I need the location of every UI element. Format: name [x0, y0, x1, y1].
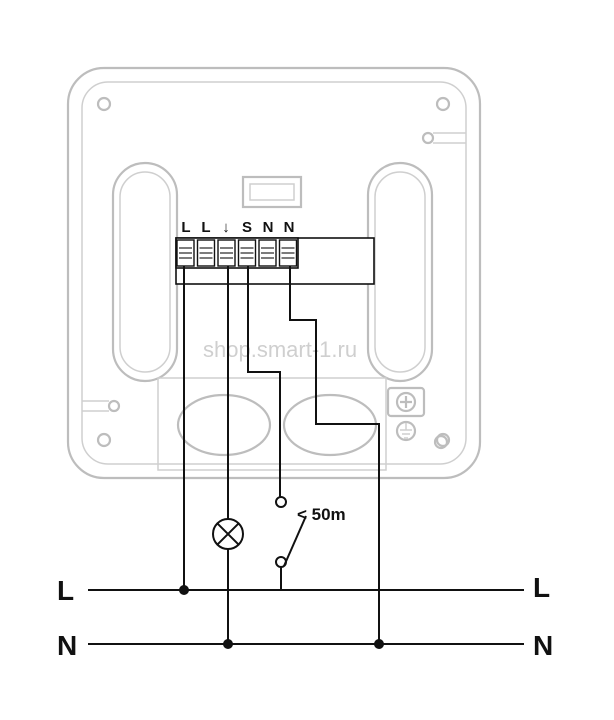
- screw-hole-bottom-left: [96, 432, 112, 448]
- junction-dot-n: [374, 639, 384, 649]
- junction-dot-l: [179, 585, 189, 595]
- bus-label-n-right: N: [533, 630, 553, 661]
- terminal-block: [175, 237, 375, 285]
- ground-icon: [395, 420, 417, 442]
- terminal-slot: [258, 239, 277, 267]
- junction-dot-lamp-n: [223, 639, 233, 649]
- terminal-slot: [217, 239, 236, 267]
- terminal-label-l2: L: [201, 219, 210, 236]
- screw-hole-bottom-right: [435, 432, 451, 448]
- terminal-label-load: ↓: [222, 219, 230, 236]
- terminal-slot: [278, 239, 298, 267]
- screw-hole-top-left: [96, 96, 112, 112]
- terminal-slot: [237, 239, 257, 267]
- mounting-slot-right: [366, 161, 434, 383]
- mounting-slot-left: [111, 161, 179, 383]
- bus-label-n-left: N: [57, 630, 77, 661]
- terminal-label-n2: N: [284, 219, 295, 236]
- bus-label-l-left: L: [57, 575, 74, 606]
- bus-label-l-right: L: [533, 572, 550, 603]
- screw-hole-top-right: [435, 96, 451, 112]
- terminal-slot: [176, 239, 195, 267]
- wire-s: [247, 266, 281, 497]
- switch-distance-label: < 50m: [297, 505, 346, 524]
- wires: [183, 266, 380, 644]
- watermark: shop.smart-1.ru: [203, 337, 357, 362]
- wire-n: [289, 266, 380, 644]
- indicator-window: [241, 175, 303, 209]
- terminal-label-l1: L: [181, 219, 190, 236]
- cable-entry-left: [176, 393, 272, 457]
- terminal-label-n1: N: [263, 219, 274, 236]
- terminal-slot: [196, 239, 216, 267]
- ground-screw: [386, 386, 426, 418]
- terminal-label-s: S: [242, 219, 252, 236]
- switch-icon: [275, 496, 307, 568]
- lamp-icon: [212, 518, 244, 550]
